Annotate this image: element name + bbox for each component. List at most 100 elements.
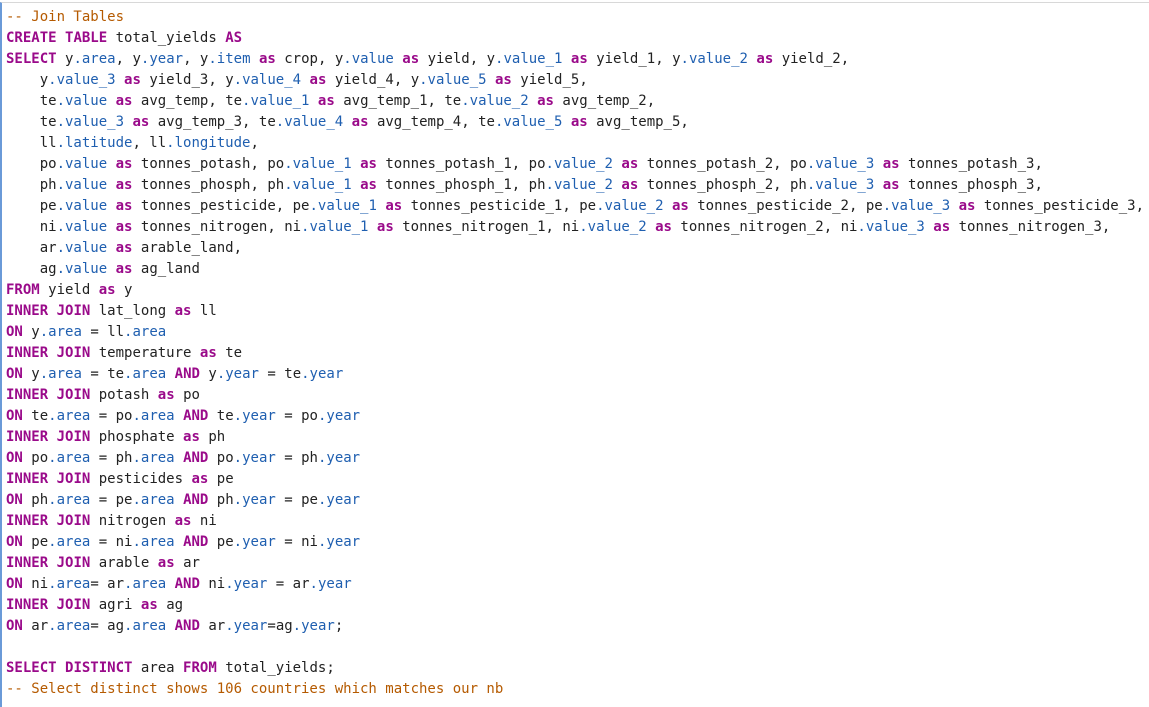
sql-keyword: ON: [6, 618, 23, 634]
sql-column-ref: .area: [124, 618, 167, 634]
sql-identifier: tonnes_nitrogen: [140, 219, 268, 235]
sql-column-ref: .value_1: [242, 93, 310, 109]
sql-keyword: ON: [6, 366, 23, 382]
sql-keyword: as: [655, 219, 672, 235]
sql-keyword: ON: [6, 408, 23, 424]
code-line[interactable]: INNER JOIN pesticides as pe: [6, 469, 1144, 490]
sql-keyword: as: [140, 597, 158, 613]
code-line[interactable]: te.value_3 as avg_temp_3, te.value_4 as …: [6, 112, 1144, 133]
sql-text: ,: [183, 51, 200, 67]
sql-text: [158, 597, 166, 613]
sql-identifier: ag: [166, 597, 184, 613]
sql-text: [950, 219, 958, 235]
code-line[interactable]: INNER JOIN temperature as te: [6, 343, 1144, 364]
sql-identifier: ar: [107, 576, 125, 592]
sql-keyword: as: [495, 72, 512, 88]
sql-text: =: [90, 576, 108, 592]
code-line[interactable]: SELECT y.area, y.year, y.item as crop, y…: [6, 49, 1144, 70]
code-line[interactable]: CREATE TABLE total_yields AS: [6, 28, 1144, 49]
code-line[interactable]: ON po.area = ph.area AND po.year = ph.ye…: [6, 448, 1144, 469]
code-line[interactable]: ni.value as tonnes_nitrogen, ni.value_1 …: [6, 217, 1144, 238]
sql-text: ,: [393, 72, 411, 88]
sql-identifier: ph: [267, 177, 285, 193]
sql-column-ref: .year: [233, 534, 276, 550]
sql-keyword: AND: [183, 450, 209, 466]
sql-identifier: tonnes_phosph_3: [908, 177, 1035, 193]
sql-column-ref: .value_4: [275, 114, 344, 130]
sql-keyword: JOIN: [56, 345, 91, 361]
sql-identifier: yield_3: [149, 72, 209, 88]
sql-identifier: temperature: [98, 345, 192, 361]
sql-text: =: [81, 324, 108, 340]
code-line[interactable]: ag.value as ag_land: [6, 259, 1144, 280]
sql-keyword: AND: [183, 408, 209, 424]
sql-identifier: y: [225, 72, 234, 88]
sql-text: [175, 450, 183, 466]
code-line[interactable]: ON y.area = te.area AND y.year = te.year: [6, 364, 1144, 385]
code-line[interactable]: y.value_3 as yield_3, y.value_4 as yield…: [6, 70, 1144, 91]
sql-keyword: as: [258, 51, 276, 67]
sql-keyword: JOIN: [56, 555, 91, 571]
sql-column-ref: .value_2: [680, 51, 748, 67]
sql-text: [874, 177, 882, 193]
sql-text: [588, 114, 596, 130]
code-line[interactable]: -- Join Tables: [6, 7, 1144, 28]
sql-identifier: total_yields: [225, 660, 327, 676]
sql-text: ,: [1135, 198, 1145, 214]
code-line[interactable]: ON pe.area = ni.area AND pe.year = ni.ye…: [6, 532, 1144, 553]
code-line[interactable]: ph.value as tonnes_phosph, ph.value_1 as…: [6, 175, 1144, 196]
code-line[interactable]: ON te.area = po.area AND te.year = po.ye…: [6, 406, 1144, 427]
code-line[interactable]: ON y.area = ll.area: [6, 322, 1144, 343]
code-line[interactable]: ON ar.area= ag.area AND ar.year=ag.year;: [6, 616, 1144, 637]
code-line[interactable]: INNER JOIN agri as ag: [6, 595, 1144, 616]
sql-text: [191, 513, 199, 529]
sql-identifier: te: [31, 408, 49, 424]
code-line[interactable]: FROM yield as y: [6, 280, 1144, 301]
code-line[interactable]: pe.value as tonnes_pesticide, pe.value_1…: [6, 196, 1144, 217]
sql-identifier: ph: [31, 492, 49, 508]
sql-identifier: yield_2: [781, 51, 841, 67]
code-line[interactable]: ON ni.area= ar.area AND ni.year = ar.yea…: [6, 574, 1144, 595]
code-line[interactable]: [6, 637, 1144, 658]
code-line[interactable]: INNER JOIN nitrogen as ni: [6, 511, 1144, 532]
sql-identifier: tonnes_phosph_2: [646, 177, 774, 193]
code-line[interactable]: INNER JOIN arable as ar: [6, 553, 1144, 574]
sql-identifier: avg_temp_5: [596, 114, 681, 130]
sql-text: =: [90, 534, 116, 550]
sql-keyword: as: [115, 198, 133, 214]
sql-keyword: AND: [174, 576, 200, 592]
sql-column-ref: .value_1: [495, 51, 563, 67]
sql-identifier: area: [140, 660, 175, 676]
sql-column-ref: .value_3: [806, 156, 875, 172]
sql-keyword: JOIN: [56, 387, 91, 403]
sql-keyword: DISTINCT: [65, 660, 133, 676]
code-line[interactable]: INNER JOIN potash as po: [6, 385, 1144, 406]
sql-identifier: pe: [865, 198, 883, 214]
sql-text: ;: [334, 618, 344, 634]
sql-text: [90, 555, 98, 571]
code-line[interactable]: SELECT DISTINCT area FROM total_yields;: [6, 658, 1144, 679]
code-line[interactable]: po.value as tonnes_potash, po.value_1 as…: [6, 154, 1144, 175]
code-line[interactable]: te.value as avg_temp, te.value_1 as avg_…: [6, 91, 1144, 112]
sql-column-ref: .area: [48, 492, 91, 508]
sql-keyword: as: [157, 387, 175, 403]
code-line[interactable]: ON ph.area = pe.area AND ph.year = pe.ye…: [6, 490, 1144, 511]
sql-text: [90, 597, 98, 613]
code-line[interactable]: ar.value as arable_land,: [6, 238, 1144, 259]
code-line[interactable]: INNER JOIN lat_long as ll: [6, 301, 1144, 322]
sql-identifier: ni: [199, 513, 217, 529]
sql-identifier: ph: [301, 450, 318, 466]
code-line[interactable]: ll.latitude, ll.longitude,: [6, 133, 1144, 154]
code-line[interactable]: -- Select distinct shows 106 countries w…: [6, 679, 1144, 700]
sql-identifier: ph: [115, 450, 133, 466]
sql-column-ref: .area: [132, 450, 175, 466]
sql-text: [175, 387, 183, 403]
sql-column-ref: .year: [309, 576, 352, 592]
sql-column-ref: .value_3: [48, 72, 116, 88]
sql-column-ref: .value: [56, 177, 108, 193]
sql-keyword: ON: [6, 492, 23, 508]
sql-identifier: y: [39, 72, 49, 88]
code-line[interactable]: INNER JOIN phosphate as ph: [6, 427, 1144, 448]
